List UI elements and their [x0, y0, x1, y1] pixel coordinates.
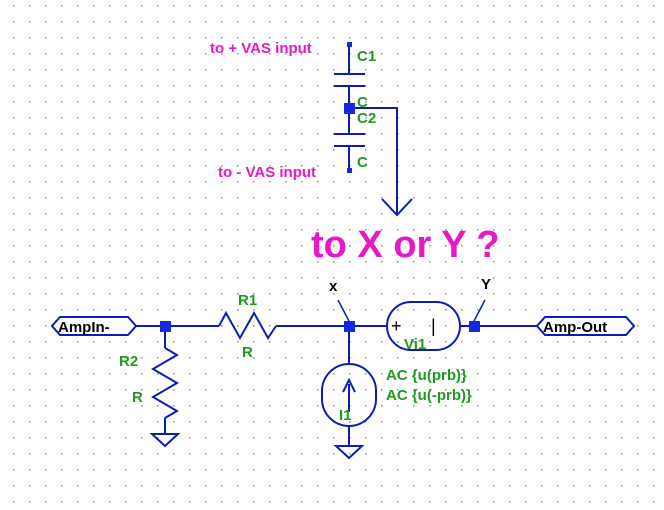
r1-ref-label: R1	[238, 292, 257, 309]
node-y-label: Y	[481, 276, 491, 293]
c1-top-pin	[347, 42, 352, 47]
input-port-label: AmpIn-	[58, 319, 110, 336]
output-port-label: Amp-Out	[543, 319, 607, 336]
i1-spec-line1: AC {u(prb)}	[386, 367, 467, 384]
c2-ref-label: C2	[357, 110, 376, 127]
vi1-ref-label: Vi1	[404, 336, 426, 353]
i1-spec-line2: AC {u(-prb)}	[386, 387, 472, 404]
c2-value-label: C	[357, 154, 368, 171]
i1-ground-symbol	[333, 445, 365, 460]
resistor-r1[interactable]	[171, 310, 344, 341]
node-x-junction	[344, 321, 355, 332]
vi1-plus-sign: +	[391, 316, 402, 336]
i1-arrow-icon	[342, 377, 356, 412]
c1-value-label: C	[357, 94, 368, 111]
r2-ref-label: R2	[119, 353, 138, 370]
node-y-tick	[473, 299, 486, 322]
r2-value-label: R	[132, 389, 143, 406]
resistor-r2[interactable]	[149, 332, 181, 448]
capacitor-c1[interactable]	[334, 42, 365, 103]
c2-bottom-pin	[347, 168, 352, 173]
capacitor-junction	[344, 103, 355, 114]
minus-vas-annotation: to - VAS input	[218, 164, 316, 181]
current-source-i1[interactable]	[321, 332, 377, 460]
c1-ref-label: C1	[357, 48, 376, 65]
voltage-source-vi1[interactable]	[355, 301, 469, 351]
capacitor-c2[interactable]	[334, 114, 365, 173]
r2-ground-symbol	[149, 433, 181, 448]
node-x-tick	[337, 299, 350, 322]
connection-arrow	[355, 107, 413, 217]
vi1-minus-bar: |	[431, 316, 436, 336]
r1-value-label: R	[242, 344, 253, 361]
plus-vas-annotation: to + VAS input	[210, 40, 312, 57]
node-x-label: x	[329, 278, 338, 295]
input-port[interactable]: AmpIn-	[50, 316, 138, 336]
i1-ref-label: I1	[339, 407, 352, 424]
question-annotation: to X or Y ?	[311, 224, 500, 266]
output-port[interactable]: Amp-Out	[535, 316, 636, 336]
node-y-junction	[469, 321, 480, 332]
input-junction	[160, 321, 171, 332]
